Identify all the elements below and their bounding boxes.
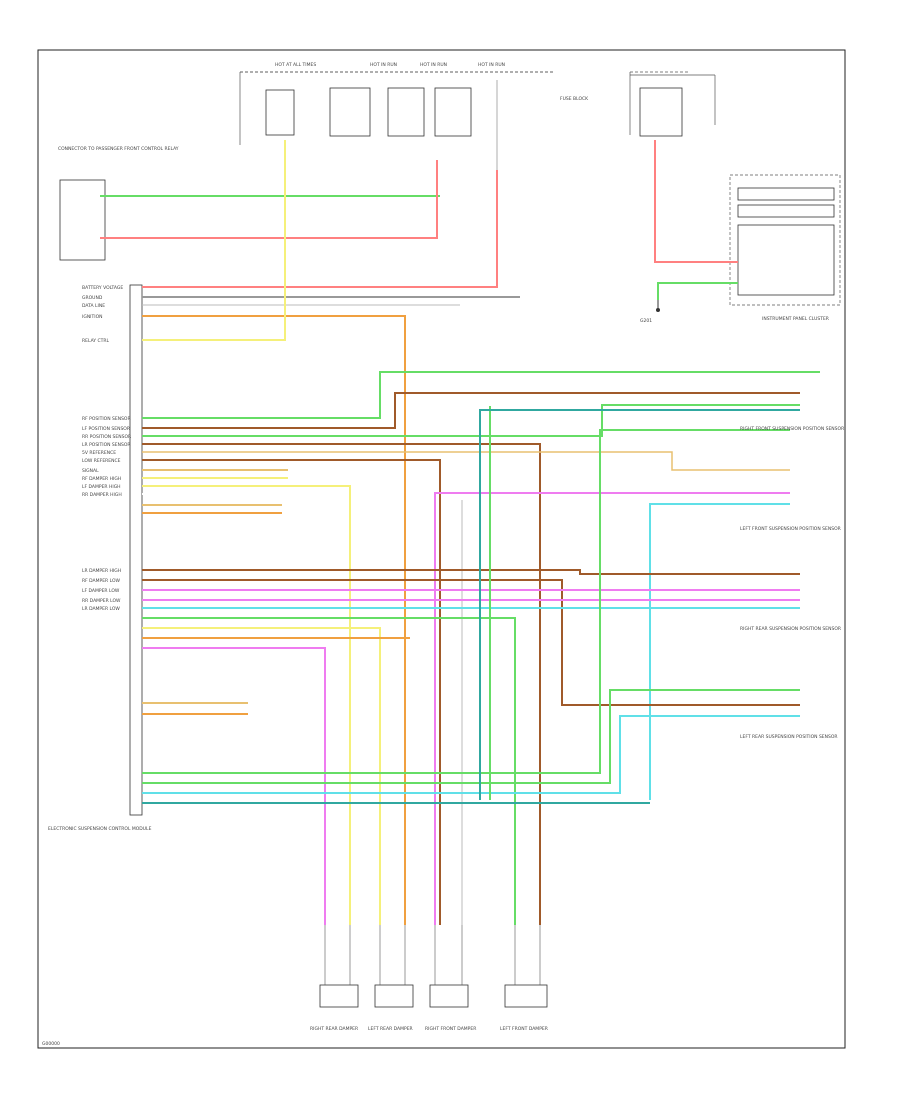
ecu-pin-labels: BATTERY VOLTAGE GROUND DATA LINE IGNITION RE… bbox=[82, 285, 131, 612]
svg-text:RIGHT REAR DAMPER: RIGHT REAR DAMPER bbox=[310, 1026, 358, 1032]
pin-label: RF DAMPER LOW bbox=[82, 578, 120, 584]
cluster-fuse-block bbox=[629, 71, 716, 137]
pin-label: RELAY CTRL bbox=[82, 338, 110, 344]
pin-label: RR POSITION SENSOR bbox=[82, 434, 131, 440]
pin-label: LR DAMPER HIGH bbox=[82, 568, 121, 574]
bus-label-1: HOT AT ALL TIMES bbox=[275, 62, 316, 68]
rf-sensor-label: RIGHT FRONT SUSPENSION POSITION SENSOR bbox=[740, 426, 844, 432]
pin-label: LOW REFERENCE bbox=[82, 458, 121, 464]
pin-label: SIGNAL bbox=[82, 468, 99, 474]
diagram-frame bbox=[37, 49, 846, 1049]
rr-sensor-label: RIGHT REAR SUSPENSION POSITION SENSOR bbox=[740, 626, 841, 632]
position-sensors: RIGHT FRONT SUSPENSION POSITION SENSOR L… bbox=[740, 426, 844, 740]
pin-label: LF POSITION SENSOR bbox=[82, 426, 130, 432]
dampers: RIGHT REAR DAMPER LEFT REAR DAMPER RIGHT… bbox=[310, 925, 548, 1032]
pin-label: LR DAMPER LOW bbox=[82, 606, 120, 612]
right-rear-damper: RIGHT REAR DAMPER bbox=[310, 984, 359, 1032]
pin-label: RF DAMPER HIGH bbox=[82, 476, 121, 482]
fuse-block: HOT AT ALL TIMES HOT IN RUN HOT IN RUN H… bbox=[239, 62, 589, 170]
svg-text:RIGHT FRONT DAMPER: RIGHT FRONT DAMPER bbox=[425, 1026, 476, 1032]
damper-relay-connector: CONNECTOR TO PASSENGER FRONT CONTROL REL… bbox=[58, 146, 179, 261]
pin-label: IGNITION bbox=[82, 314, 103, 320]
bus-label-2: HOT IN RUN bbox=[370, 62, 397, 68]
lr-sensor-label: LEFT REAR SUSPENSION POSITION SENSOR bbox=[740, 734, 838, 740]
svg-text:LEFT REAR DAMPER: LEFT REAR DAMPER bbox=[368, 1026, 413, 1032]
right-front-damper: RIGHT FRONT DAMPER bbox=[425, 984, 476, 1032]
ecu-label: ELECTRONIC SUSPENSION CONTROL MODULE bbox=[48, 826, 152, 832]
pin-label: LR POSITION SENSOR bbox=[82, 442, 131, 448]
left-rear-damper: LEFT REAR DAMPER bbox=[368, 984, 414, 1032]
left-front-damper: LEFT FRONT DAMPER bbox=[500, 984, 548, 1032]
pin-label: RR DAMPER HIGH bbox=[82, 492, 122, 498]
pin-label: 5V REFERENCE bbox=[82, 450, 116, 456]
instrument-cluster: INSTRUMENT PANEL CLUSTER bbox=[729, 174, 841, 322]
instrument-cluster-label: INSTRUMENT PANEL CLUSTER bbox=[762, 316, 829, 322]
diagram-id: G00000 bbox=[42, 1041, 60, 1047]
bus-label-4: HOT IN RUN bbox=[478, 62, 505, 68]
pin-label: BATTERY VOLTAGE bbox=[82, 285, 123, 291]
ground-symbol: G201 bbox=[640, 300, 660, 324]
lf-sensor-label: LEFT FRONT SUSPENSION POSITION SENSOR bbox=[740, 526, 841, 532]
pin-label: DATA LINE bbox=[82, 303, 105, 309]
ecu-connector: ELECTRONIC SUSPENSION CONTROL MODULE bbox=[48, 284, 152, 832]
fuse-block-label: FUSE BLOCK bbox=[560, 96, 589, 102]
pin-label: RR DAMPER LOW bbox=[82, 598, 121, 604]
wires bbox=[100, 140, 820, 925]
pin-label: LF DAMPER LOW bbox=[82, 588, 120, 594]
pin-label: GROUND bbox=[82, 295, 103, 301]
pin-label: LF DAMPER HIGH bbox=[82, 484, 121, 490]
pin-label: RF POSITION SENSOR bbox=[82, 416, 131, 422]
bus-label-3: HOT IN RUN bbox=[420, 62, 447, 68]
svg-text:LEFT FRONT DAMPER: LEFT FRONT DAMPER bbox=[500, 1026, 548, 1032]
damper-relay-label: CONNECTOR TO PASSENGER FRONT CONTROL REL… bbox=[58, 146, 179, 152]
svg-text:G201: G201 bbox=[640, 318, 652, 324]
